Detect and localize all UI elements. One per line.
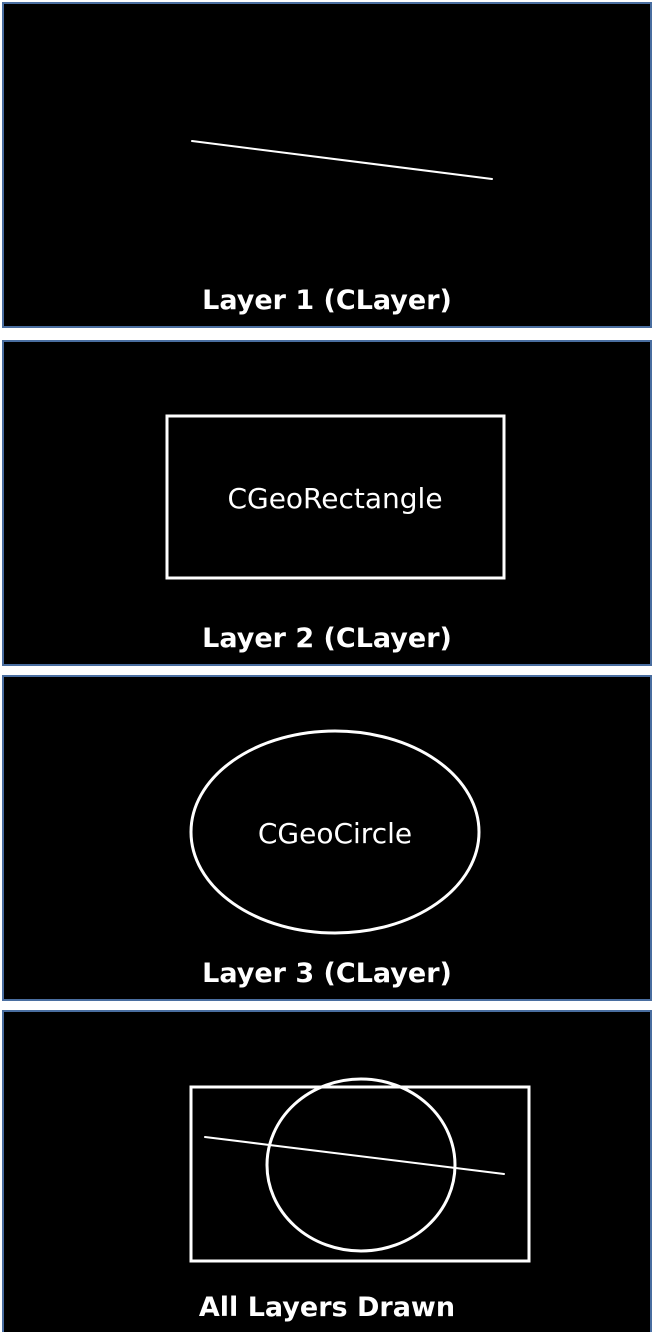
combined-rectangle	[189, 1085, 531, 1263]
layer-1-canvas	[191, 140, 493, 180]
layer-2-panel: CGeoRectangle Layer 2 (CLayer)	[2, 340, 652, 666]
layer-2-caption: Layer 2 (CLayer)	[202, 623, 452, 654]
rectangle-label: CGeoRectangle	[227, 482, 443, 515]
combined-line	[204, 1136, 505, 1175]
geo-rectangle	[165, 414, 506, 580]
layer-3-panel: CGeoCircle Layer 3 (CLayer)	[2, 675, 652, 1001]
all-layers-caption: All Layers Drawn	[198, 1292, 456, 1323]
combined-circle	[265, 1077, 457, 1253]
layer-1-panel: Layer 1 (CLayer)	[2, 2, 652, 328]
all-layers-panel: All Layers Drawn	[2, 1010, 652, 1332]
layer-3-caption: Layer 3 (CLayer)	[202, 958, 452, 989]
layer-2-canvas	[165, 414, 506, 580]
circle-label: CGeoCircle	[257, 817, 413, 850]
geo-circle	[189, 729, 481, 935]
layer-1-caption: Layer 1 (CLayer)	[202, 285, 452, 316]
layer-3-canvas	[189, 729, 481, 935]
all-layers-canvas	[189, 1077, 531, 1263]
geo-line	[191, 140, 493, 180]
